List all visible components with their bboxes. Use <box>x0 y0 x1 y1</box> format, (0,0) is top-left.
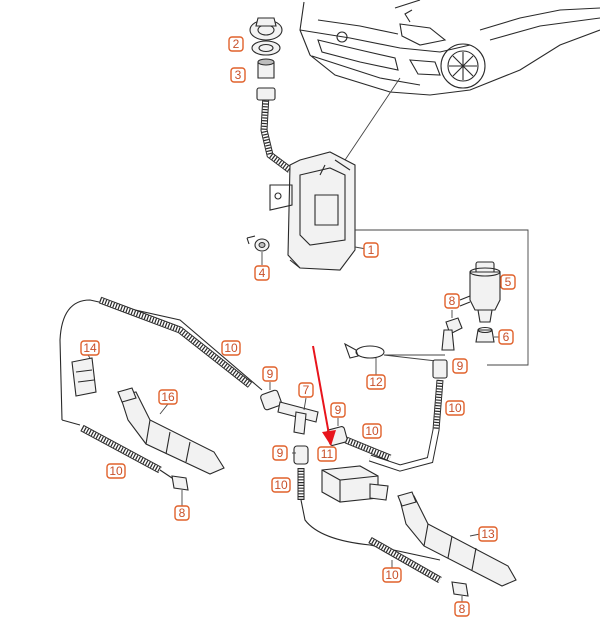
callout-8-pump-label: 8 <box>449 294 456 308</box>
callout-16-label: 16 <box>161 390 175 404</box>
filler-pipe <box>256 87 293 173</box>
callout-2-label: 2 <box>233 37 240 51</box>
callout-10-short-lower-label: 10 <box>274 478 288 492</box>
grommet <box>246 235 270 265</box>
callout-13[interactable]: 13 <box>478 526 498 542</box>
pump-frame-line <box>355 229 529 366</box>
callout-8-left-label: 8 <box>179 506 186 520</box>
highlight-arrow <box>312 345 336 446</box>
callout-14-label: 14 <box>83 341 97 355</box>
hose-left-lower <box>80 424 176 481</box>
callout-6[interactable]: 6 <box>498 329 514 345</box>
callout-13-label: 13 <box>481 527 495 541</box>
callout-1[interactable]: 1 <box>363 242 379 258</box>
hose-clip <box>343 342 446 375</box>
callout-9-right-label: 9 <box>335 403 342 417</box>
callout-11-label: 11 <box>321 447 334 461</box>
callout-9-upper[interactable]: 9 <box>262 366 278 382</box>
callout-7[interactable]: 7 <box>298 382 314 398</box>
callout-9-upper-label: 9 <box>267 367 274 381</box>
callout-3[interactable]: 3 <box>230 67 246 83</box>
callout-14[interactable]: 14 <box>80 340 100 356</box>
callout-9-lower[interactable]: 9 <box>272 445 288 461</box>
washer-pump <box>459 261 507 323</box>
filler-cap-assembly <box>249 17 283 79</box>
pump-seal <box>475 326 500 343</box>
callout-9-right[interactable]: 9 <box>330 402 346 418</box>
callout-8-right-label: 8 <box>459 602 466 616</box>
callout-10-right-vertical[interactable]: 10 <box>445 400 465 416</box>
callout-10-short-lower[interactable]: 10 <box>271 477 291 493</box>
nozzle-fitting-left <box>171 475 189 506</box>
headlight-washer-nozzle-right <box>397 491 517 587</box>
washer-reservoir <box>269 151 373 271</box>
callout-3-label: 3 <box>235 68 242 82</box>
elbow-connector-pump <box>441 310 463 351</box>
callout-10-short-right[interactable]: 10 <box>362 423 382 439</box>
callout-6-label: 6 <box>503 330 510 344</box>
callout-10-right-vertical-label: 10 <box>448 401 462 415</box>
headlight-washer-nozzle-left <box>117 387 225 475</box>
callout-4-label: 4 <box>259 266 266 280</box>
callout-10-top-label: 10 <box>224 341 238 355</box>
callout-9-clip[interactable]: 9 <box>452 358 468 374</box>
callout-10-top[interactable]: 10 <box>221 340 241 356</box>
car-front-illustration <box>299 0 600 161</box>
callout-5-label: 5 <box>505 275 512 289</box>
callout-7-label: 7 <box>303 383 310 397</box>
callout-2[interactable]: 2 <box>228 36 244 52</box>
hose-short-lower <box>297 468 441 561</box>
callout-9-lower-label: 9 <box>277 446 284 460</box>
callout-11[interactable]: 11 <box>317 446 337 462</box>
hose-right-vertical <box>368 359 448 472</box>
callout-4[interactable]: 4 <box>254 265 270 281</box>
callout-8-right[interactable]: 8 <box>454 601 470 617</box>
callout-1-label: 1 <box>368 243 375 257</box>
callout-5[interactable]: 5 <box>500 274 516 290</box>
control-unit <box>321 465 389 503</box>
mounting-bracket <box>71 354 97 397</box>
callout-9-clip-label: 9 <box>457 359 464 373</box>
connector-sleeve-upper <box>260 382 282 411</box>
nozzle-fitting-right <box>451 581 469 602</box>
callout-10-left[interactable]: 10 <box>106 463 126 479</box>
hose-right-lower <box>368 536 442 584</box>
callout-8-left[interactable]: 8 <box>174 505 190 521</box>
callout-12[interactable]: 12 <box>366 374 386 390</box>
t-piece-connector <box>277 397 319 435</box>
callout-10-bottom-label: 10 <box>385 568 399 582</box>
callout-16[interactable]: 16 <box>158 389 178 405</box>
callout-10-short-right-label: 10 <box>365 424 379 438</box>
callout-8-pump[interactable]: 8 <box>444 293 460 309</box>
callout-10-bottom[interactable]: 10 <box>382 567 402 583</box>
hose-main-loop <box>59 296 263 426</box>
connector-sleeve-lower <box>292 445 309 465</box>
callout-10-left-label: 10 <box>109 464 123 478</box>
callout-12-label: 12 <box>369 375 383 389</box>
hose-short-right <box>344 436 392 462</box>
